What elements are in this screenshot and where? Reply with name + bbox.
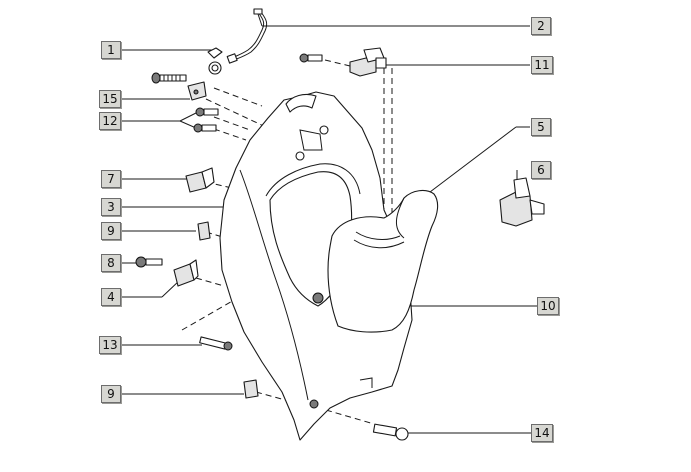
callout-14: 14 — [531, 424, 553, 442]
part-main-body-panel — [219, 91, 413, 441]
part-bolt-14 — [372, 423, 409, 441]
callout-1: 1 — [101, 41, 121, 59]
leader-lines — [120, 13, 537, 434]
callout-6: 6 — [531, 161, 551, 179]
assembly-dashes — [181, 59, 393, 425]
part-wiring-harness — [226, 8, 268, 64]
part-screw-top — [151, 72, 187, 84]
part-nut-9-lower — [243, 379, 259, 399]
callout-15: 15 — [99, 90, 121, 108]
part-glovebox-door — [327, 189, 439, 333]
callout-12: 12 — [99, 112, 121, 130]
callout-4: 4 — [101, 288, 121, 306]
callout-13: 13 — [99, 336, 121, 354]
part-lock-6 — [499, 177, 545, 227]
callout-5: 5 — [531, 118, 551, 136]
callout-10: 10 — [537, 297, 559, 315]
part-bracket-15 — [187, 81, 207, 101]
part-connector-11 — [299, 47, 387, 77]
part-clip-7 — [185, 167, 215, 193]
part-screw-13 — [199, 336, 233, 351]
part-clip-1 — [207, 47, 223, 75]
callout-11: 11 — [531, 56, 553, 74]
callout-9-lower: 9 — [101, 385, 121, 403]
callout-3: 3 — [101, 198, 121, 216]
callout-2: 2 — [531, 17, 551, 35]
callout-8: 8 — [101, 254, 121, 272]
part-nut-9-upper — [197, 221, 211, 241]
callout-7: 7 — [101, 170, 121, 188]
part-screw-8 — [135, 256, 163, 268]
callout-9-upper: 9 — [101, 222, 121, 240]
part-screws-12 — [193, 107, 219, 133]
part-bracket-4 — [173, 259, 199, 287]
